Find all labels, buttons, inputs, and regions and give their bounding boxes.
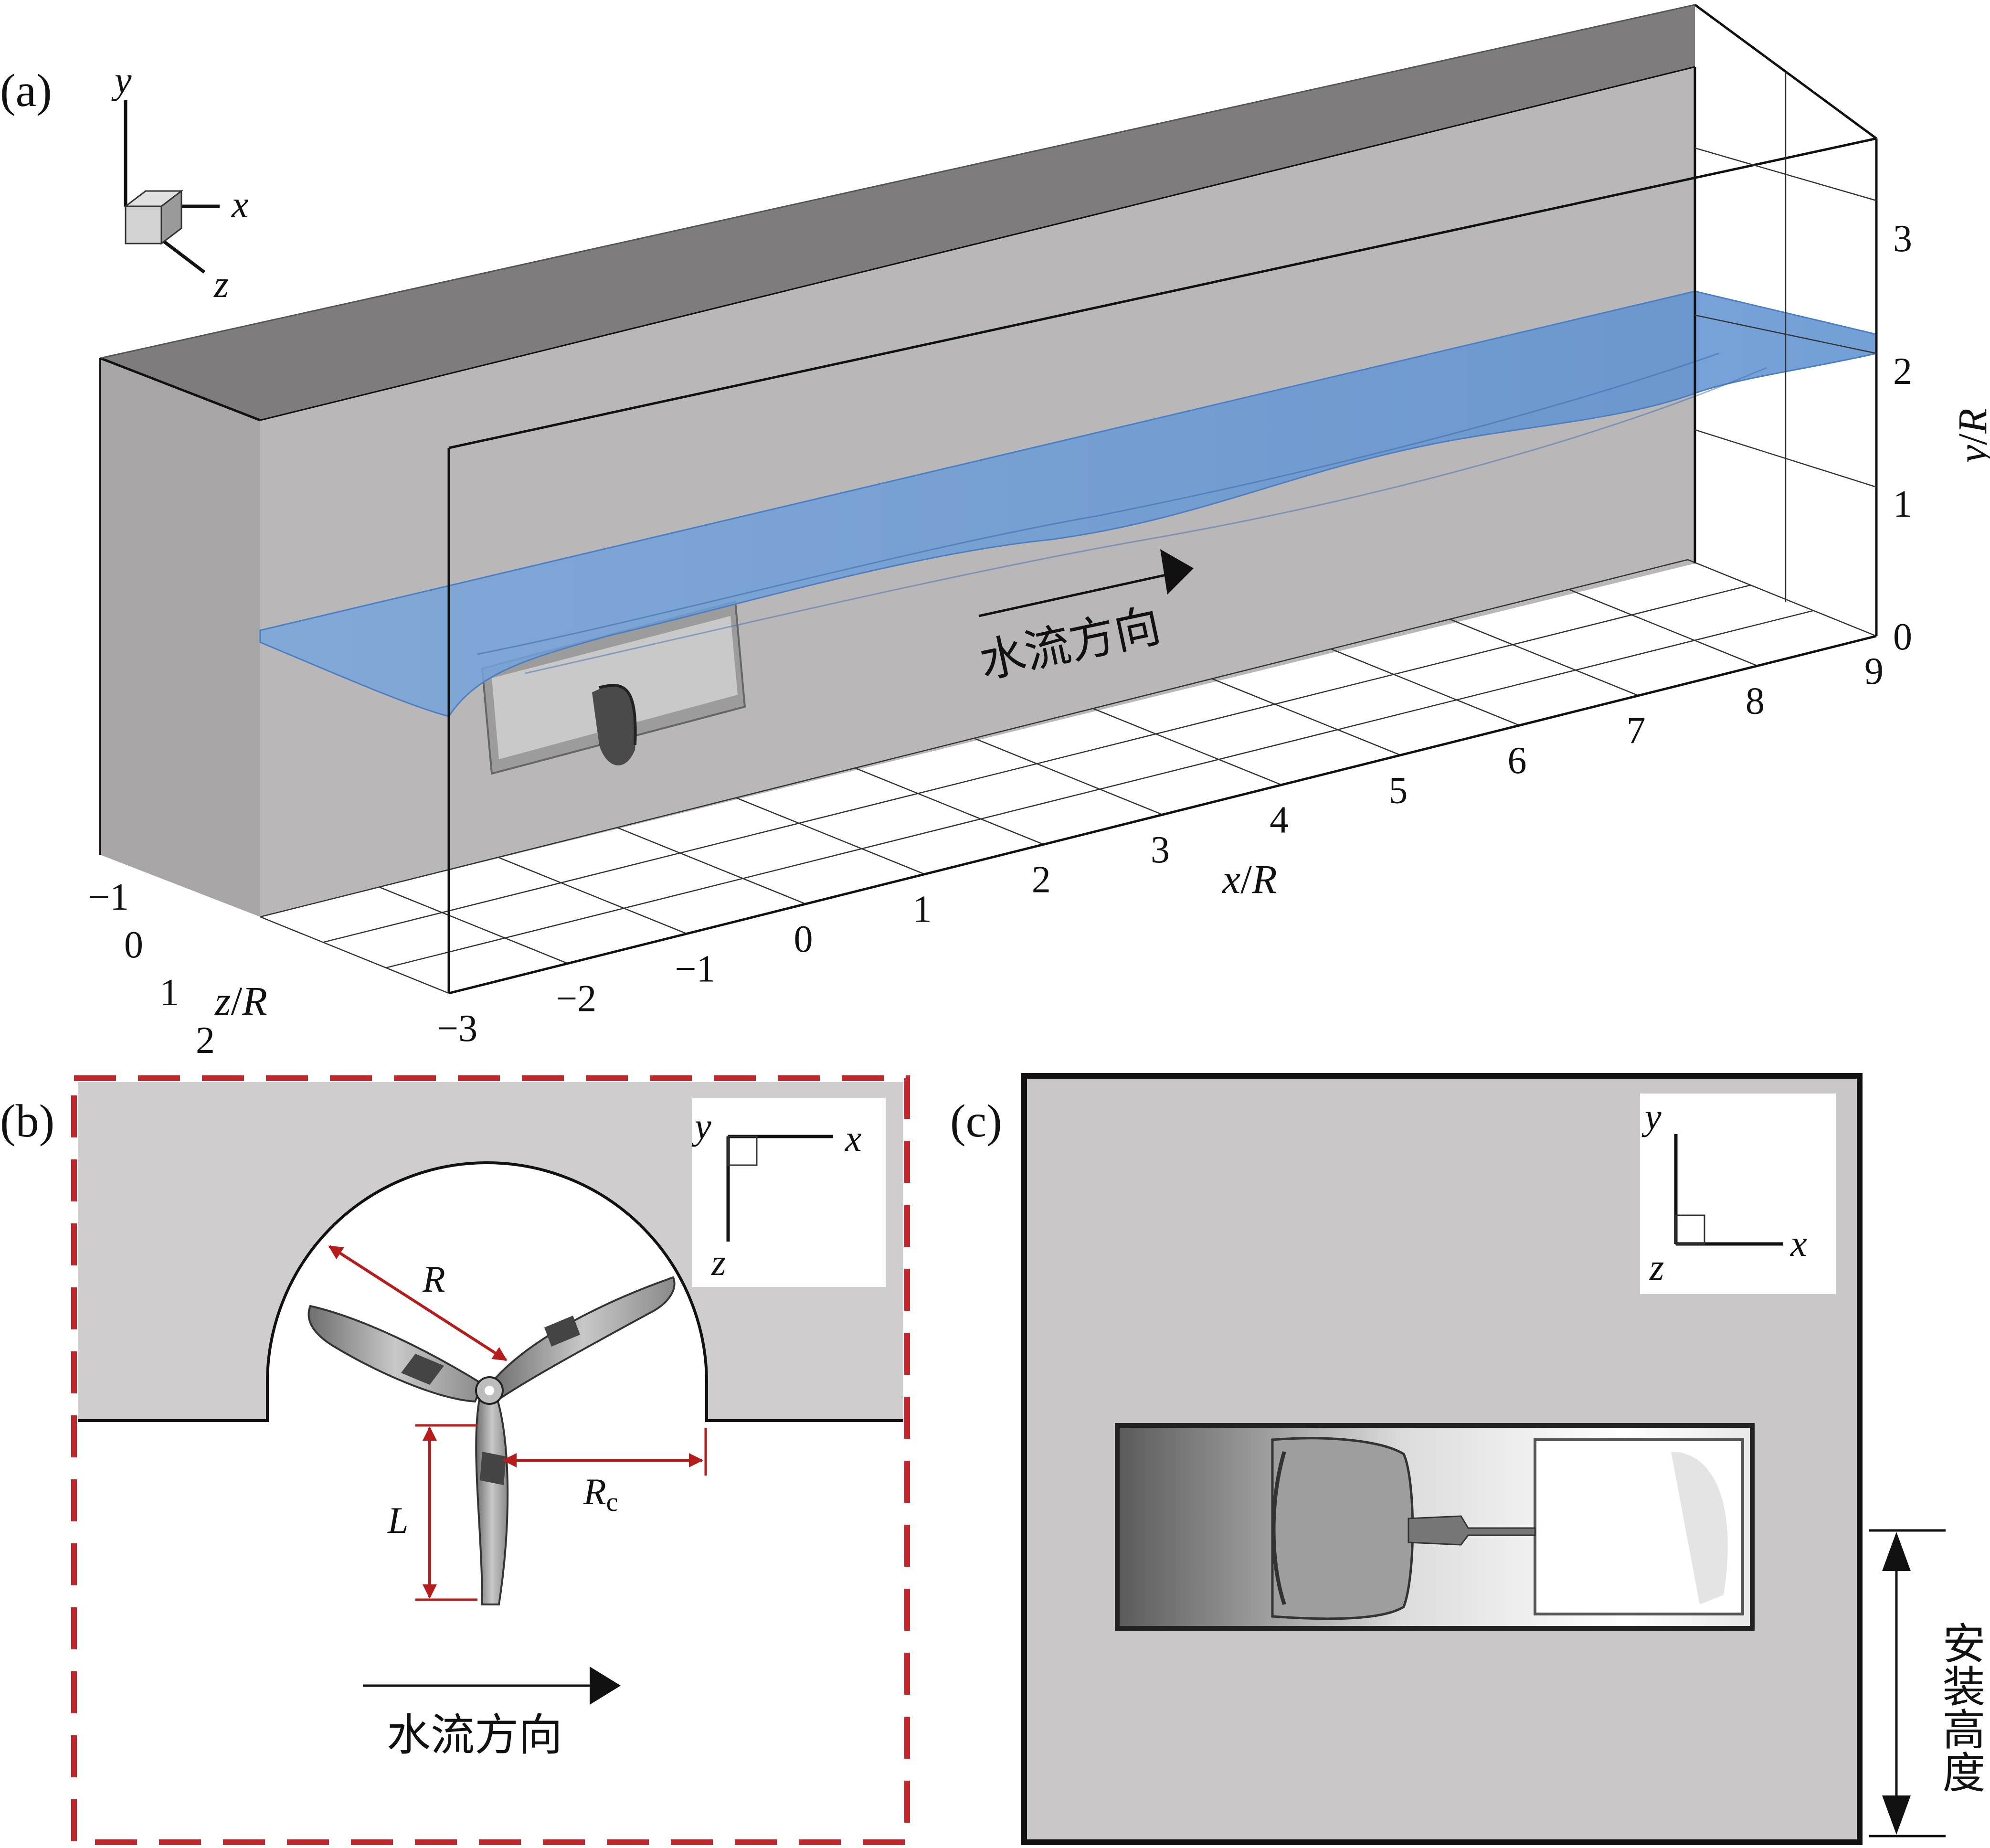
floor-grid-line-x bbox=[379, 886, 568, 964]
floor-grid-line-z bbox=[386, 610, 1814, 968]
panel-a-triad-y: y bbox=[111, 60, 132, 102]
panel-c-triad-y: y bbox=[1641, 1096, 1662, 1137]
domain-side-face bbox=[100, 358, 260, 917]
x-tick-label: −3 bbox=[437, 1008, 477, 1050]
panel-a-triad-z: z bbox=[213, 264, 229, 306]
x-tick-label: 7 bbox=[1627, 710, 1646, 752]
panel-b-housing-outline bbox=[78, 1161, 903, 1422]
domain-top-face bbox=[100, 5, 1695, 420]
x-tick-label: 6 bbox=[1508, 740, 1527, 782]
x-tick-label: −2 bbox=[556, 978, 596, 1020]
panel-b-triad-y: y bbox=[691, 1105, 711, 1147]
z-tick-label: −1 bbox=[88, 876, 129, 918]
floor-grid-line-x bbox=[1568, 589, 1758, 667]
panel-a: (a) y x z bbox=[0, 3, 1990, 1062]
x-tick-label: 3 bbox=[1151, 829, 1170, 871]
x-tick-label: −1 bbox=[675, 948, 715, 990]
floor-grid-line-z bbox=[260, 559, 1688, 918]
panel-c-tag: (c) bbox=[950, 1095, 1002, 1147]
x-tick-label: 8 bbox=[1746, 680, 1765, 722]
panel-a-z-title: z/R bbox=[214, 978, 267, 1024]
panel-a-axis-triad: y x z bbox=[111, 60, 249, 306]
x-tick-label: 5 bbox=[1388, 769, 1408, 811]
back-wall-grid bbox=[1694, 72, 1877, 602]
panel-b-axis-triad: y x z bbox=[691, 1105, 862, 1283]
floor-grid-line-x bbox=[260, 916, 449, 994]
x-tick-label: 4 bbox=[1270, 799, 1289, 841]
floor-grid-line-x bbox=[498, 857, 687, 935]
panel-c-triad-box bbox=[1640, 1094, 1836, 1294]
floor-grid-line-x bbox=[1211, 678, 1401, 756]
panel-c-height-dim: 安装高度 bbox=[1869, 1529, 1985, 1837]
panel-a-triad-x: x bbox=[231, 184, 249, 226]
panel-b-flow-label: 水流方向 bbox=[387, 1710, 562, 1761]
panel-a-flow-arrow bbox=[978, 572, 1175, 617]
panel-b-tag: (b) bbox=[0, 1095, 54, 1147]
panel-c-blade bbox=[1271, 1437, 1414, 1620]
domain-frame bbox=[447, 3, 1878, 995]
turbine-blade-3d bbox=[592, 685, 636, 765]
panel-a-tag: (a) bbox=[0, 65, 52, 117]
panel-a-y-title: y/R bbox=[1949, 408, 1990, 467]
floor-grid-line-x bbox=[736, 797, 925, 875]
y-tick-label: 0 bbox=[1893, 616, 1912, 658]
x-tick-label: 2 bbox=[1032, 859, 1051, 901]
z-tick-label: 0 bbox=[124, 924, 143, 966]
floor-grid-line-z bbox=[323, 584, 1751, 943]
rotor-blade-down bbox=[475, 1396, 509, 1605]
panel-b-triad-x: x bbox=[845, 1117, 862, 1159]
dim-L-label: L bbox=[387, 1499, 408, 1541]
z-tick-label: 2 bbox=[196, 1020, 215, 1062]
y-tick-label: 2 bbox=[1893, 350, 1912, 393]
floor-grid-line-x bbox=[1687, 559, 1877, 637]
panel-c-turbine-cavity bbox=[1115, 1423, 1755, 1631]
floor-grid-line-x bbox=[1450, 618, 1639, 696]
dim-Rc-label: Rc bbox=[583, 1471, 618, 1517]
x-tick-label: 0 bbox=[794, 918, 813, 960]
panel-c: (c) y x z 安装高度 bbox=[950, 1073, 1985, 1845]
y-tick-label: 1 bbox=[1893, 483, 1912, 525]
z-tick-label: 1 bbox=[160, 972, 179, 1014]
floor-grid-line-x bbox=[855, 767, 1044, 845]
floor-grid-line-x bbox=[1331, 648, 1520, 726]
x-tick-label: 1 bbox=[913, 889, 932, 931]
panel-b: (b) y x z R bbox=[0, 1075, 910, 1845]
floor-grid-line-x bbox=[617, 827, 806, 905]
panel-c-shaft bbox=[1408, 1515, 1536, 1546]
floor-grid-line-x bbox=[974, 737, 1163, 816]
panel-b-triad-box bbox=[692, 1098, 886, 1287]
panel-b-dimensions: R Rc L bbox=[328, 1245, 707, 1601]
panel-c-height-label: 安装高度 bbox=[1935, 1621, 1985, 1793]
x-tick-label: 9 bbox=[1864, 650, 1884, 692]
water-free-surface bbox=[259, 290, 1877, 717]
floor-grid bbox=[260, 559, 1877, 994]
panel-c-axis-triad: y x z bbox=[1641, 1096, 1807, 1288]
panel-b-triad-z: z bbox=[711, 1242, 726, 1283]
y-tick-label: 3 bbox=[1893, 218, 1912, 260]
dim-R bbox=[328, 1245, 508, 1361]
panel-c-triad-x: x bbox=[1790, 1222, 1807, 1264]
floor-grid-line-x bbox=[1092, 708, 1282, 786]
panel-c-triad-z: z bbox=[1649, 1246, 1664, 1288]
dim-R-label: R bbox=[422, 1258, 445, 1300]
panel-a-x-title: x/R bbox=[1221, 856, 1277, 902]
